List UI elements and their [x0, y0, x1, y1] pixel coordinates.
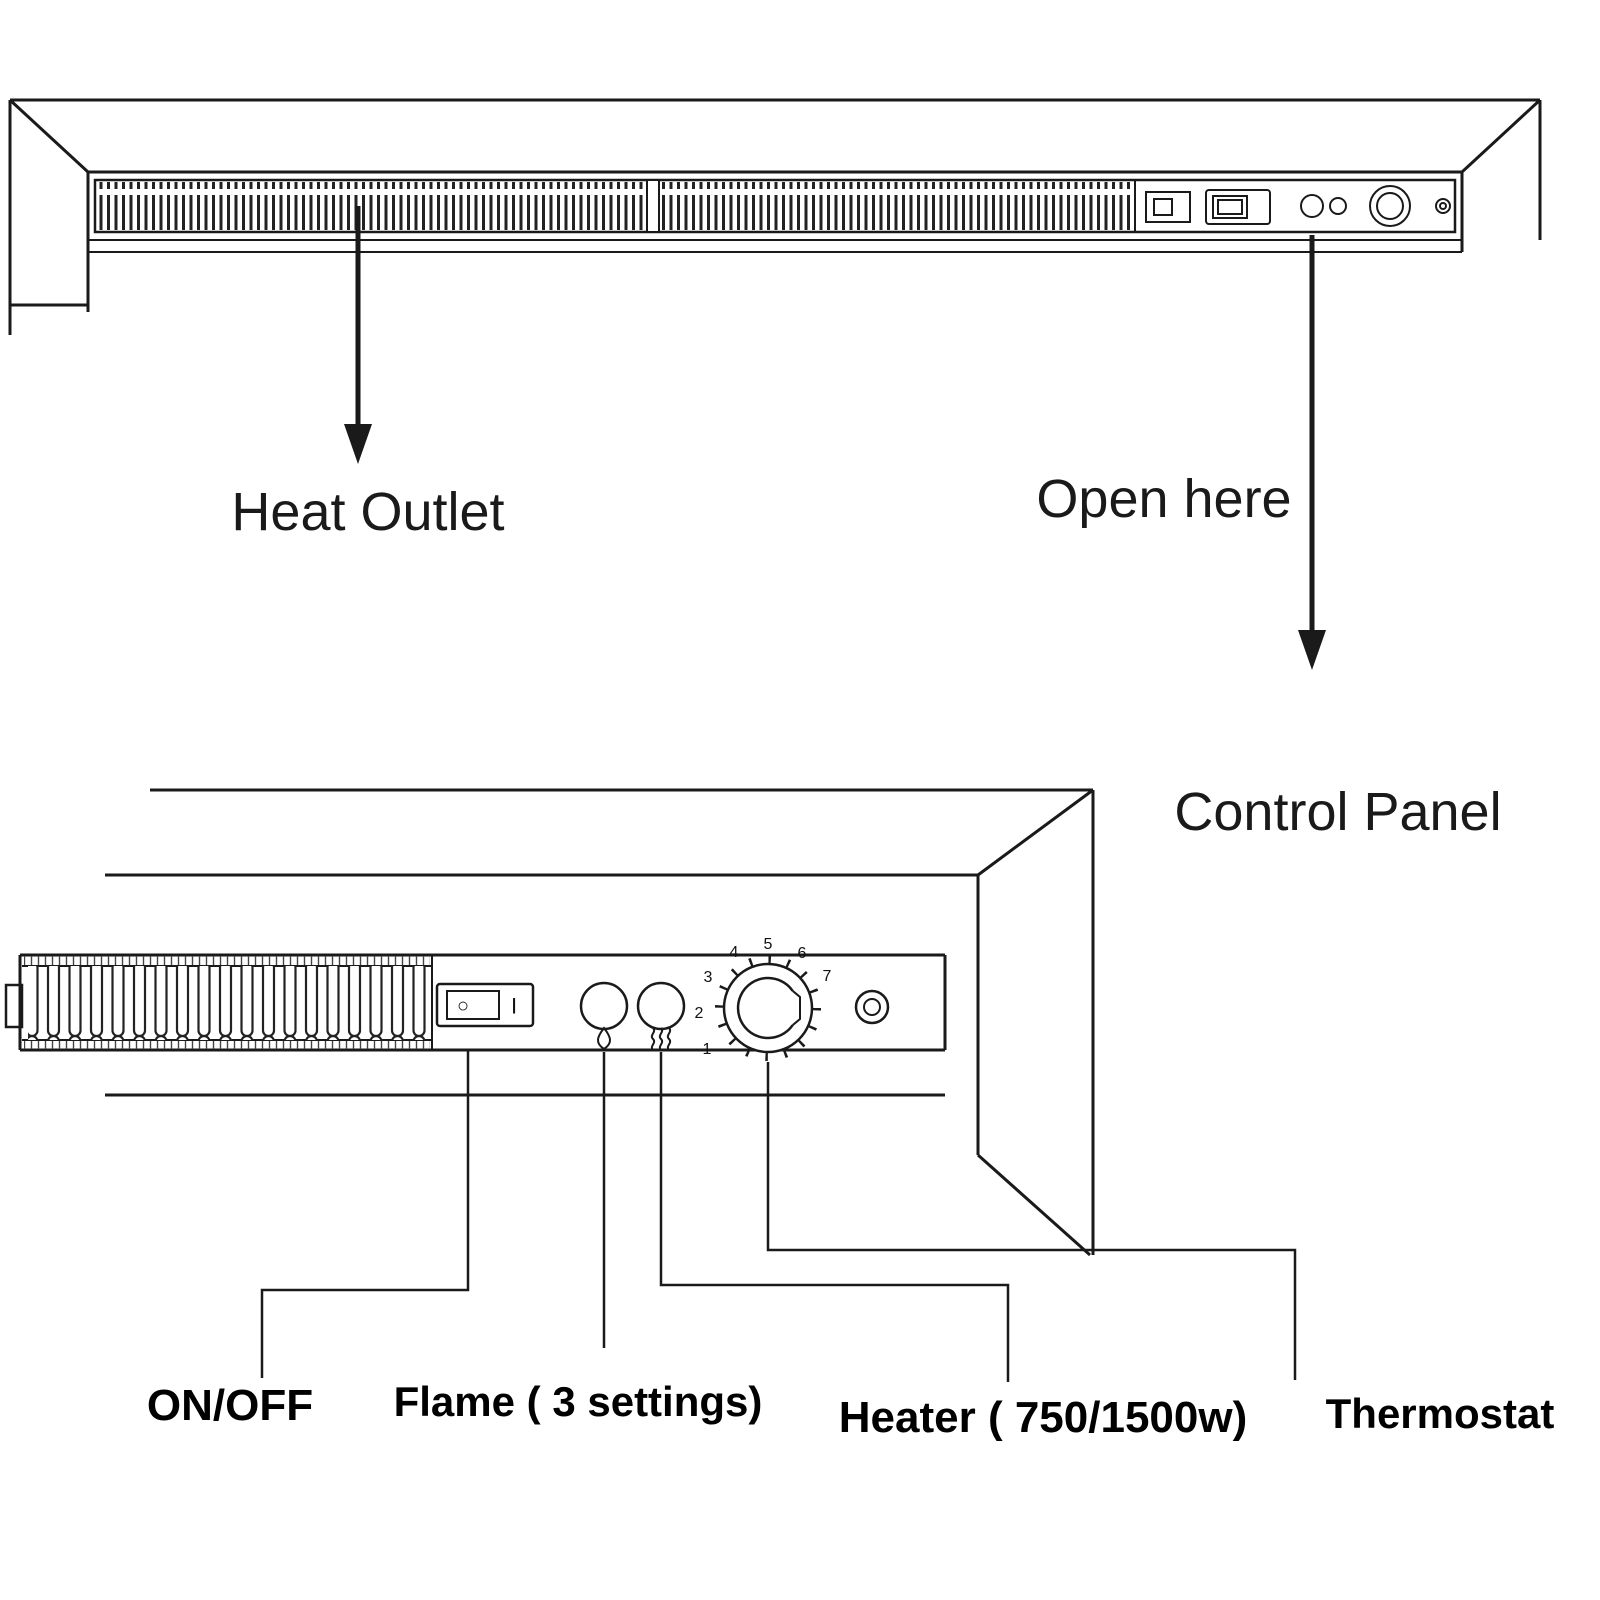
dial-number-ring: 1 2 3 4 5 6 7: [695, 936, 832, 1058]
open-here-callout: Open here: [1036, 235, 1326, 670]
vent-thermostat-mini: [1369, 185, 1411, 227]
grille-end-tab: [4, 983, 24, 1029]
dial-number-6: 6: [798, 945, 807, 962]
grille-zoomed: [22, 955, 433, 1050]
dial-number-2: 2: [695, 1005, 704, 1022]
heater-label: Heater ( 750/1500w): [839, 1393, 1247, 1442]
open-here-arrowhead-icon: [1298, 630, 1326, 670]
vent-heater-button-mini: [1329, 197, 1347, 215]
grille-bars: [28, 966, 432, 1040]
dial-number-3: 3: [704, 969, 713, 986]
indicator-light: [854, 989, 890, 1025]
heater-connector: [659, 1052, 1010, 1382]
frame-miter-right: [1460, 98, 1542, 174]
control-panel-title: Control Panel: [1174, 782, 1501, 842]
frame-corner: [105, 788, 1095, 1257]
open-here-label: Open here: [1036, 469, 1291, 529]
flame-icon: [597, 1026, 611, 1051]
heat-outlet-vent: [88, 178, 1462, 253]
heater-button: [636, 981, 686, 1051]
control-labels: ON/OFF Flame ( 3 settings) Heater ( 750/…: [147, 1378, 1554, 1442]
dial-number-4: 4: [730, 944, 739, 961]
vent-display-mini: [1145, 191, 1191, 223]
thermostat-label: Thermostat: [1326, 1390, 1555, 1437]
heat-waves-icon: [650, 1027, 672, 1051]
heat-outlet-callout: Heat Outlet: [231, 206, 505, 542]
dial-knob-body: [736, 976, 794, 1040]
heat-outlet-arrowhead-icon: [344, 424, 372, 464]
fireplace-outer-frame: [8, 98, 1542, 335]
flame-label: Flame ( 3 settings): [394, 1378, 763, 1425]
on-off-label: ON/OFF: [147, 1381, 313, 1430]
switch-off-symbol: ○: [457, 995, 469, 1017]
dial-number-7: 7: [823, 968, 832, 985]
dial-number-1: 1: [703, 1041, 712, 1058]
control-panel-view: Control Panel: [4, 782, 1554, 1442]
thermostat-connector: [766, 1062, 1297, 1380]
corner-miter-line: [977, 788, 1094, 877]
flame-button: [579, 981, 629, 1051]
vent-control-panel-mini: [1145, 185, 1451, 227]
vent-switch-mini: [1205, 189, 1271, 225]
switch-on-symbol: I: [511, 994, 517, 1019]
top-view: Heat Outlet Open here: [8, 98, 1542, 670]
vent-indicator-mini: [1435, 198, 1451, 214]
power-switch: ○ I: [435, 982, 535, 1028]
vent-flame-button-mini: [1300, 194, 1324, 218]
dial-tick-marks: [715, 955, 821, 1061]
label-connectors: [260, 1050, 1297, 1382]
heat-outlet-label: Heat Outlet: [231, 482, 504, 542]
thermostat-knob: 1 2 3 4 5 6 7: [695, 936, 832, 1061]
on-off-connector: [260, 1050, 470, 1378]
dial-pointer-notch: [791, 990, 801, 1026]
frame-miter-left: [8, 98, 90, 174]
dial-number-5: 5: [764, 936, 773, 953]
vent-grille-slats: [95, 182, 1135, 230]
control-panel-strip: ○ I: [4, 936, 947, 1061]
